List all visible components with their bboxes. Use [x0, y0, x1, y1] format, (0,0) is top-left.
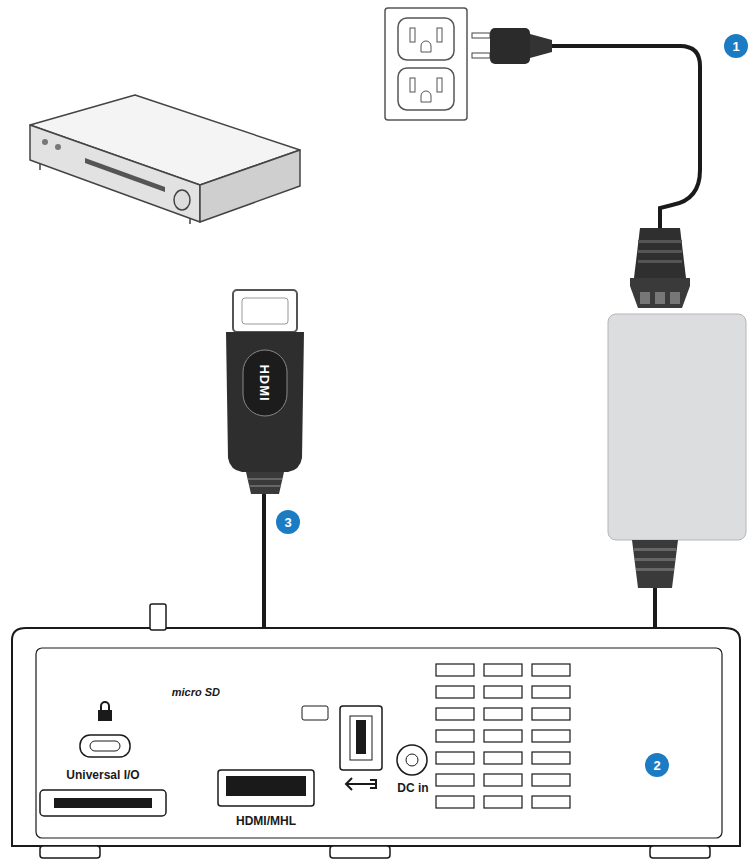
- power-cord: [472, 28, 700, 308]
- vent-slot: [436, 730, 474, 742]
- vent-slot: [532, 708, 570, 720]
- callout-number: 1: [724, 34, 748, 58]
- port-label: DC in: [386, 780, 440, 796]
- vent-slot: [484, 730, 522, 742]
- vent-slot: [436, 708, 474, 720]
- port-label: HDMI/MHL: [206, 812, 326, 830]
- connector-logo: HDMI: [254, 353, 276, 413]
- dvd-player: [30, 95, 300, 224]
- vent-slot: [436, 664, 474, 676]
- port-label: micro SD: [150, 684, 220, 700]
- port-label: Universal I/O: [40, 766, 166, 784]
- vent-slot: [436, 686, 474, 698]
- vent-slot: [532, 686, 570, 698]
- vent-slot: [436, 774, 474, 786]
- connector-logo: HDMI: [253, 681, 275, 741]
- vent-slot: [484, 708, 522, 720]
- vent-slot: [436, 752, 474, 764]
- vent-slot: [484, 774, 522, 786]
- callout-number: 3: [276, 510, 300, 534]
- vent-slot: [532, 796, 570, 808]
- vent-slot: [436, 796, 474, 808]
- vent-slot: [484, 686, 522, 698]
- vent-slot: [532, 664, 570, 676]
- wall-outlet: [385, 8, 467, 120]
- vent-slot: [484, 796, 522, 808]
- vent-slot: [484, 752, 522, 764]
- vent-slot: [484, 664, 522, 676]
- vent-slot: [532, 730, 570, 742]
- callout-number: 2: [645, 753, 669, 777]
- vent-slot: [532, 774, 570, 786]
- projector: [12, 604, 740, 858]
- vent-slot: [532, 752, 570, 764]
